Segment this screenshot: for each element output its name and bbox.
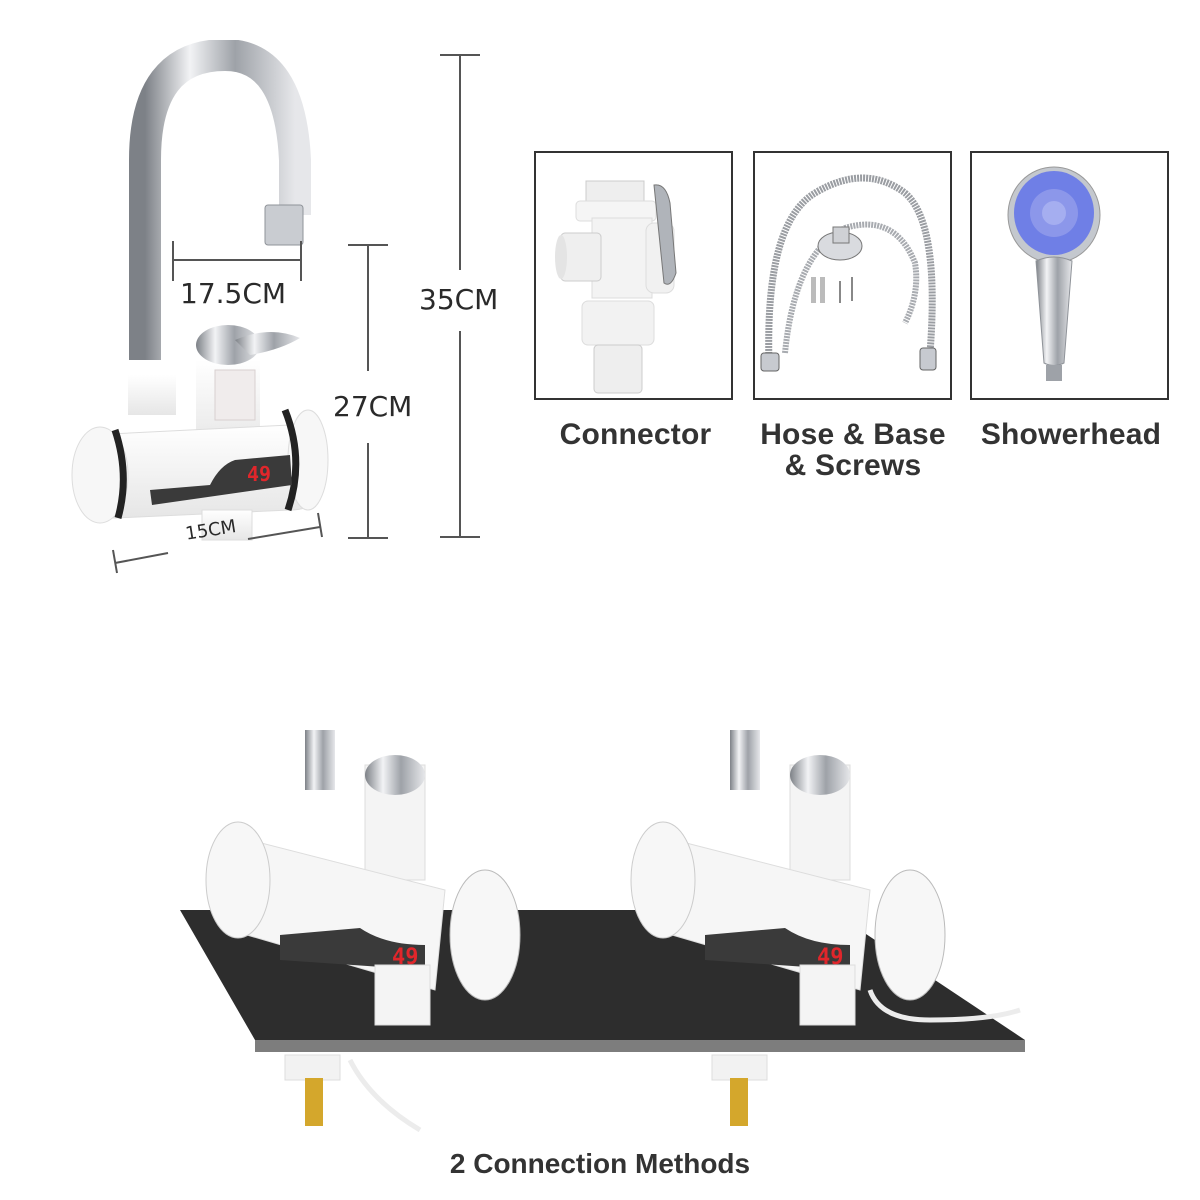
accessory-label-hose-line2: & Screws — [784, 449, 922, 482]
dim-27-line-bottom — [367, 443, 369, 537]
faucet-main-image: 49 — [60, 40, 340, 580]
accessory-showerhead-box — [970, 151, 1169, 400]
connection-methods-caption: 2 Connection Methods — [449, 1148, 751, 1179]
dim-35-line-top — [459, 54, 461, 270]
dim-spout-right-tick — [300, 241, 302, 281]
dim-27-bottom-cap — [348, 537, 388, 539]
dim-total-height: 35CM — [419, 283, 499, 316]
dim-body-width-line — [110, 505, 330, 575]
dim-35-bottom-cap — [440, 536, 480, 538]
connection-methods-image: 49 49 — [170, 720, 1040, 1140]
accessory-label-connector: Connector — [559, 418, 712, 451]
dim-spout-line — [173, 259, 301, 261]
countertop-illustration-icon: 49 49 — [180, 730, 1025, 1133]
hose-base-screws-icon — [760, 174, 937, 372]
accessory-hose-box — [753, 151, 952, 400]
dim-35-line-bottom — [459, 331, 461, 536]
faucet-icon: 49 — [71, 40, 329, 541]
dim-spout-left-tick — [172, 241, 174, 281]
showerhead-icon — [1007, 166, 1101, 381]
accessory-label-hose-line1: Hose & Base — [760, 418, 946, 451]
faucet-left: 49 — [205, 730, 521, 1026]
accessory-label-showerhead: Showerhead — [980, 418, 1162, 451]
accessory-connector-box — [534, 151, 733, 400]
dim-faucet-height: 27CM — [333, 390, 413, 423]
dim-27-line-top — [367, 244, 369, 371]
dim-spout-reach: 17.5CM — [180, 277, 287, 310]
connector-valve-icon — [555, 180, 677, 394]
temperature-display: 49 — [247, 462, 271, 486]
faucet-right: 49 — [630, 730, 1021, 1026]
